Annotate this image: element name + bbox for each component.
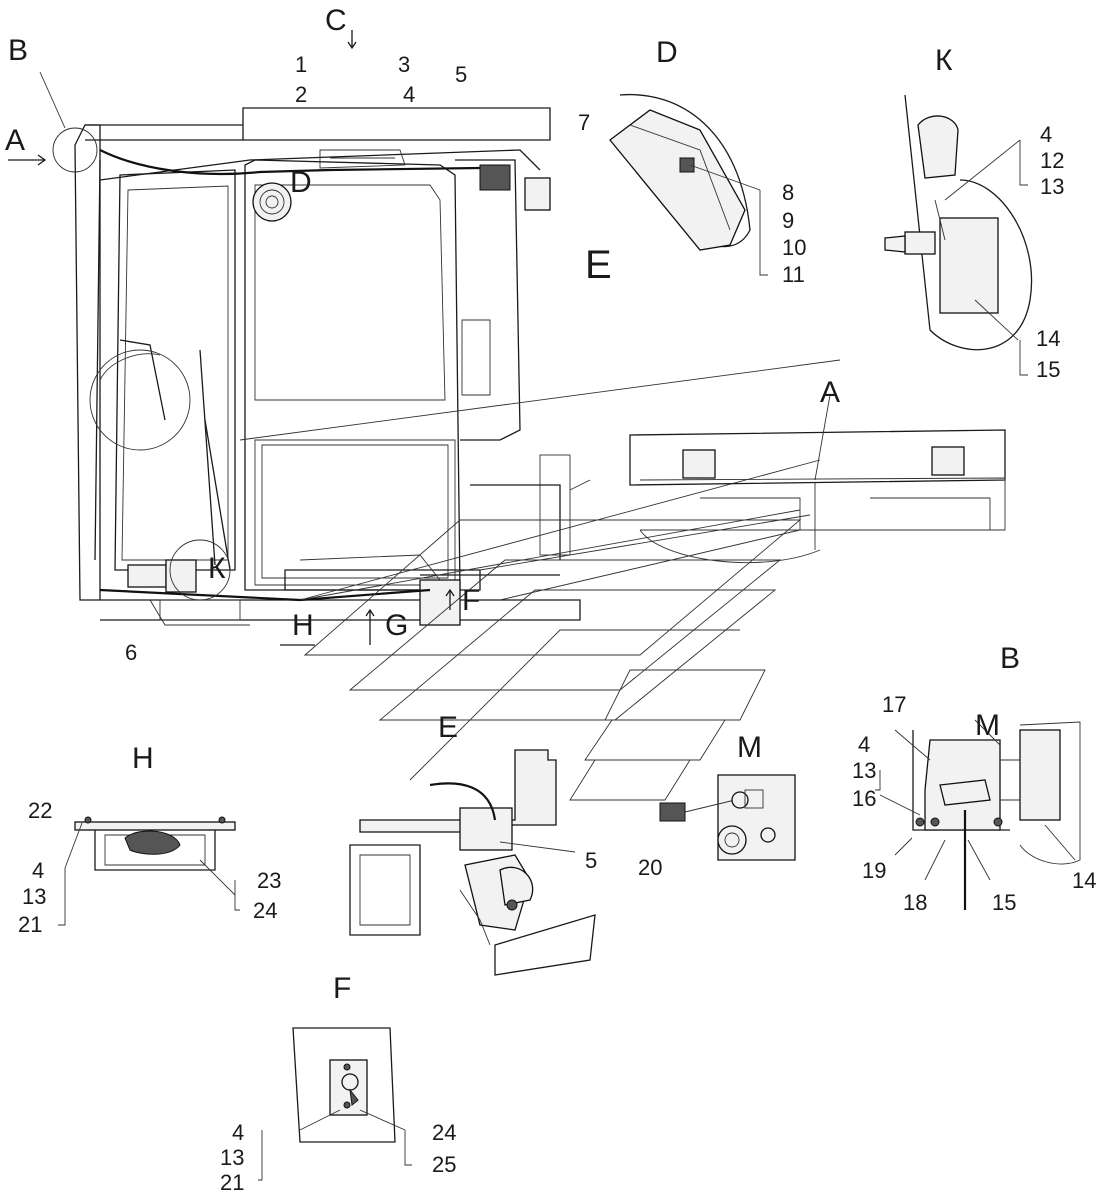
callout-11: 11 <box>782 262 805 287</box>
callout-13-b: 13 <box>852 758 876 783</box>
callout-4-b: 4 <box>858 732 870 757</box>
callout-9: 9 <box>782 208 794 233</box>
marker-k: К <box>208 552 226 585</box>
callout-4-k: 4 <box>1040 122 1052 147</box>
view-a-detail <box>629 394 1006 564</box>
callout-13-k: 13 <box>1040 174 1064 199</box>
marker-g: G <box>385 609 408 642</box>
callout-13-f: 13 <box>220 1145 244 1170</box>
callout-12: 12 <box>1040 148 1064 173</box>
callout-4-f: 4 <box>232 1120 244 1145</box>
marker-a: A <box>820 376 840 409</box>
view-labels: B C A D К D E A К F H G B E M M H F <box>5 4 1020 1005</box>
callout-8: 8 <box>782 180 794 205</box>
cab-main-view <box>8 30 591 646</box>
view-f-detail <box>258 1027 412 1181</box>
view-m-detail <box>659 774 796 861</box>
callout-5-main: 5 <box>455 62 467 87</box>
view-label-h: H <box>132 742 154 775</box>
callout-25: 25 <box>432 1152 456 1177</box>
view-label-m: M <box>737 731 762 764</box>
callout-14-b: 14 <box>1072 868 1096 893</box>
callout-6: 6 <box>125 640 137 665</box>
callout-21-f: 21 <box>220 1170 244 1195</box>
marker-d: D <box>290 166 312 199</box>
marker-m: M <box>975 709 1000 742</box>
view-k-detail <box>884 94 1033 376</box>
callout-17: 17 <box>882 692 906 717</box>
callout-numbers: 1 2 3 4 5 6 7 8 9 10 11 4 12 13 14 15 17… <box>18 52 1096 1195</box>
callout-20: 20 <box>638 855 662 880</box>
view-label-k: К <box>935 44 953 77</box>
callout-4-h: 4 <box>32 858 44 883</box>
callout-15-k: 15 <box>1036 357 1060 382</box>
callout-2: 2 <box>295 82 307 107</box>
callout-22: 22 <box>28 798 52 823</box>
callout-1: 1 <box>295 52 307 77</box>
callout-7: 7 <box>578 110 590 135</box>
callout-16: 16 <box>852 786 876 811</box>
callout-21-h: 21 <box>18 912 42 937</box>
callout-15-b: 15 <box>992 890 1016 915</box>
callout-13-h: 13 <box>22 884 46 909</box>
marker-f: F <box>462 584 480 617</box>
callout-5-e: 5 <box>585 848 597 873</box>
leader-lines <box>239 359 841 601</box>
view-label-e: E <box>438 711 458 744</box>
view-e-detail <box>349 749 596 976</box>
view-label-b: B <box>8 34 28 67</box>
callout-3: 3 <box>398 52 410 77</box>
callout-4-main: 4 <box>403 82 415 107</box>
marker-h: H <box>292 609 314 642</box>
view-label-f: F <box>333 972 351 1005</box>
callout-19: 19 <box>862 858 886 883</box>
callout-18: 18 <box>903 890 927 915</box>
callout-14-k: 14 <box>1036 326 1060 351</box>
view-b-detail <box>875 719 1081 910</box>
callout-10: 10 <box>782 235 806 260</box>
view-label-d: D <box>656 36 678 69</box>
view-label-c: C <box>325 4 347 37</box>
callout-24-h: 24 <box>253 898 277 923</box>
view-d-detail <box>609 93 768 276</box>
callout-23: 23 <box>257 868 281 893</box>
view-label-a: A <box>5 124 25 157</box>
marker-e: E <box>585 243 612 287</box>
view-h-detail <box>58 816 240 926</box>
callout-24-f: 24 <box>432 1120 456 1145</box>
view-label-b2: B <box>1000 642 1020 675</box>
